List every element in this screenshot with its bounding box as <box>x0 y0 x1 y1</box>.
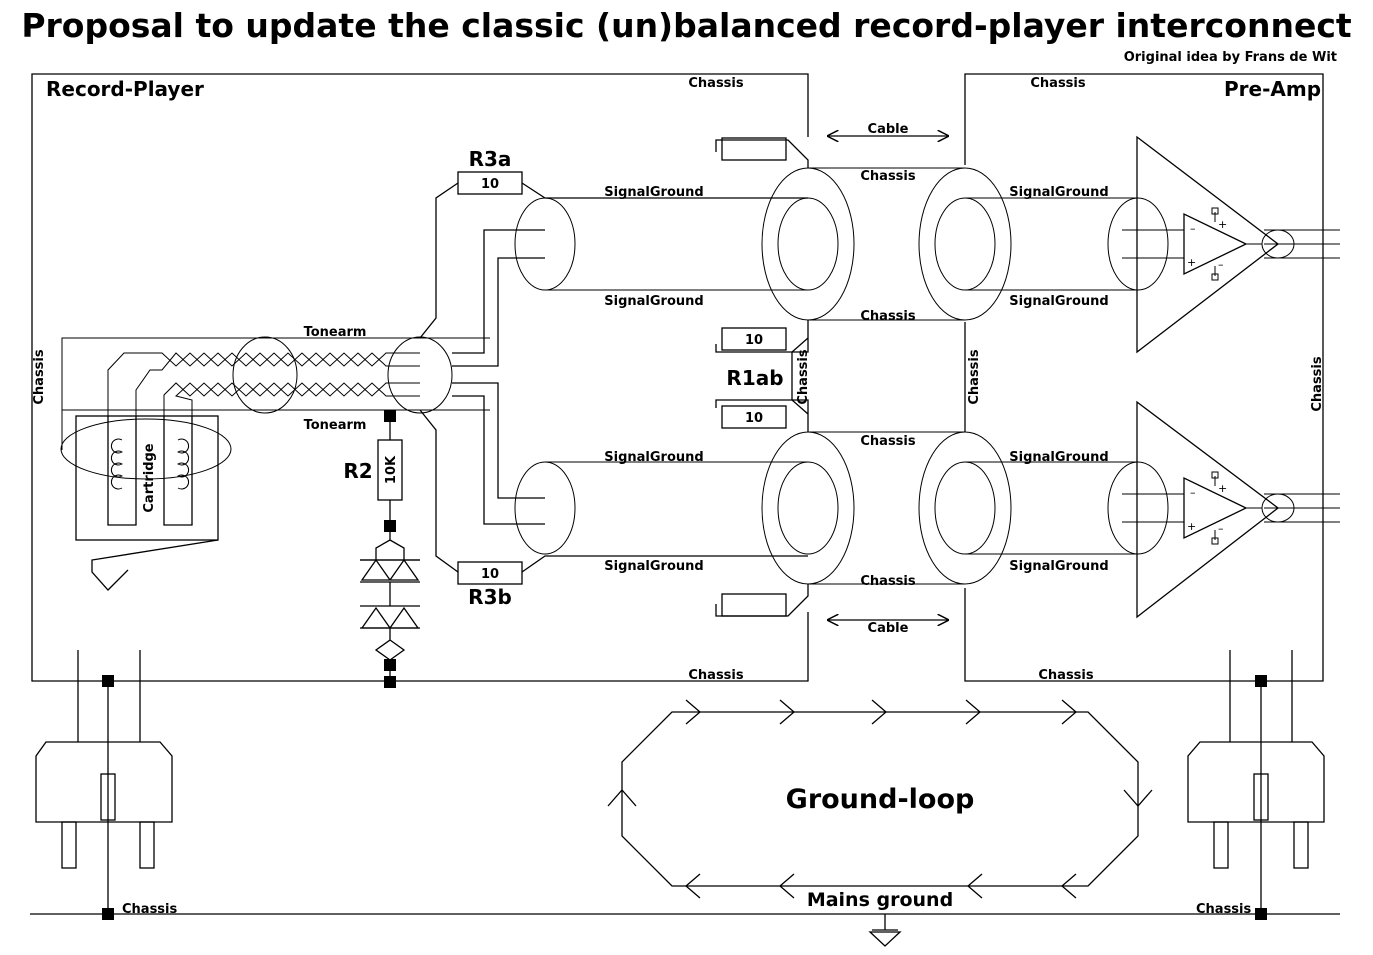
record-player-label: Record-Player <box>46 77 204 101</box>
r3b-label: R3b <box>468 585 512 609</box>
r3a-value: 10 <box>481 177 499 192</box>
r1b-value: 10 <box>745 411 763 426</box>
pre-amp-upper: – + + – <box>1136 135 1340 354</box>
cable-label-bottom: Cable <box>868 621 909 636</box>
signal-ground-label-6: SignalGround <box>1009 294 1108 309</box>
signal-ground-label-8: SignalGround <box>1009 559 1108 574</box>
tonearm-wiring <box>61 336 490 450</box>
r1ab-resistors <box>715 320 809 432</box>
tvs-diodes <box>360 532 420 688</box>
chassis-label-mains-right: Chassis <box>1196 902 1251 917</box>
cartridge-label: Cartridge <box>142 443 157 512</box>
r3b-value: 10 <box>481 567 499 582</box>
record-player-chassis <box>31 73 809 682</box>
cartridge <box>60 415 232 591</box>
ground-loop-label: Ground-loop <box>786 784 975 815</box>
chassis-label-pa-side: Chassis <box>1310 356 1325 411</box>
tonearm-label-bottom: Tonearm <box>304 418 367 433</box>
r2-value: 10K <box>384 455 399 484</box>
ground-loop <box>607 699 1153 899</box>
credit-line: Original idea by Frans de Wit <box>1123 50 1337 65</box>
chassis-label-cable-3: Chassis <box>860 434 915 449</box>
svg-text:+: + <box>1187 256 1196 269</box>
signal-ground-label-2: SignalGround <box>604 294 703 309</box>
chassis-label-cable-1: Chassis <box>860 169 915 184</box>
signal-ground-label-5: SignalGround <box>1009 185 1108 200</box>
chassis-label-pa-bottom: Chassis <box>1038 668 1093 683</box>
chassis-label-mains-left: Chassis <box>122 902 177 917</box>
signal-ground-label-4: SignalGround <box>604 559 703 574</box>
r2-resistor <box>377 410 403 532</box>
chassis-label-cable-4: Chassis <box>860 574 915 589</box>
r3b-resistor <box>457 561 523 585</box>
svg-text:+: + <box>1218 218 1227 231</box>
r1ab-label: R1ab <box>726 366 783 390</box>
chassis-label-r1ab: Chassis <box>796 349 811 404</box>
upper-interconnect <box>419 167 1184 367</box>
chassis-label-pa-mid: Chassis <box>967 349 982 404</box>
signal-ground-label-1: SignalGround <box>604 185 703 200</box>
r2-label: R2 <box>343 459 372 483</box>
r3a-resistor <box>457 171 523 195</box>
ground-symbol <box>868 914 902 947</box>
chassis-label-rp-top: Chassis <box>688 76 743 91</box>
mains-plug-right <box>1187 650 1325 920</box>
tonearm-label-top: Tonearm <box>304 325 367 340</box>
svg-text:–: – <box>1218 522 1224 535</box>
r1a-value: 10 <box>745 333 763 348</box>
chassis-resistor-bottom <box>715 584 809 617</box>
chassis-label-rp-side: Chassis <box>32 349 47 404</box>
svg-text:–: – <box>1190 486 1196 499</box>
chassis-label-cable-2: Chassis <box>860 309 915 324</box>
cable-label-top: Cable <box>868 122 909 137</box>
diagram-title: Proposal to update the classic (un)balan… <box>21 6 1352 45</box>
pre-amp-chassis <box>964 73 1324 682</box>
chassis-resistor-top <box>715 137 809 168</box>
lower-interconnect <box>419 382 1184 585</box>
pre-amp-lower: – + + – <box>1136 400 1340 619</box>
chassis-label-pa-top: Chassis <box>1030 76 1085 91</box>
svg-text:+: + <box>1218 482 1227 495</box>
signal-ground-label-3: SignalGround <box>604 450 703 465</box>
svg-text:–: – <box>1218 258 1224 271</box>
pre-amp-label: Pre-Amp <box>1224 77 1321 101</box>
mains-ground-label: Mains ground <box>807 889 953 911</box>
signal-ground-label-7: SignalGround <box>1009 450 1108 465</box>
svg-text:+: + <box>1187 520 1196 533</box>
mains-plug-left <box>35 650 173 920</box>
r3a-label: R3a <box>469 147 512 171</box>
chassis-label-rp-bottom: Chassis <box>688 668 743 683</box>
svg-text:–: – <box>1190 222 1196 235</box>
